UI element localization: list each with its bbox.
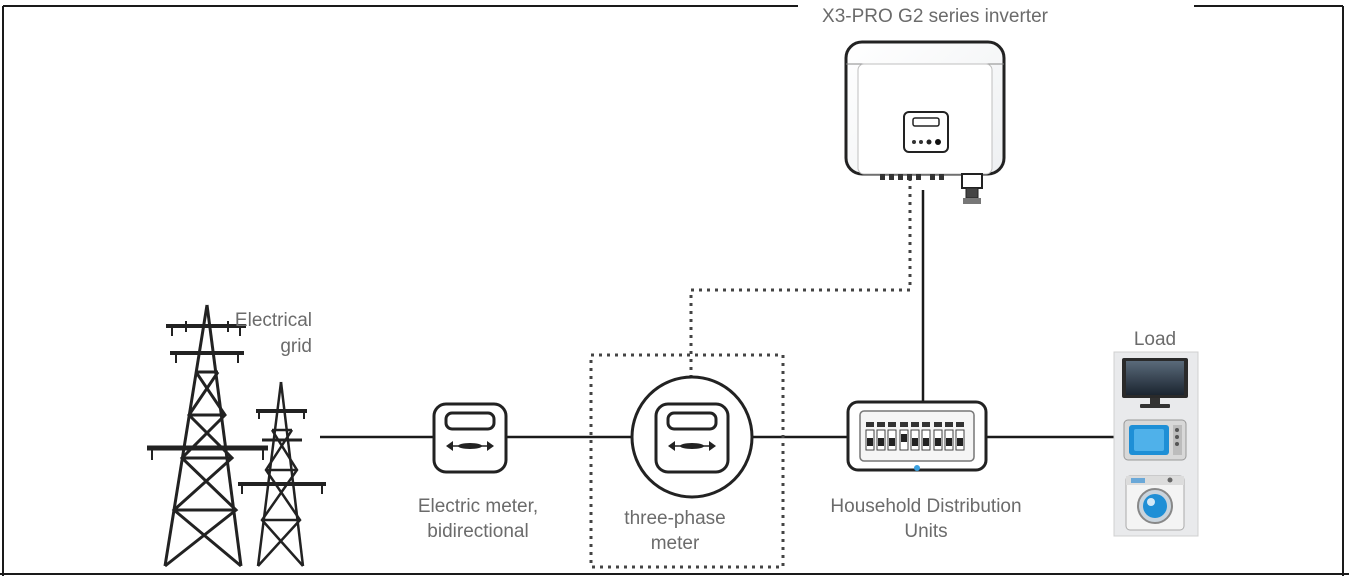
- load-appliances: [1113, 351, 1199, 537]
- frame: [0, 5, 1349, 576]
- communication-dotted-line: [589, 170, 912, 569]
- electric-meter-icon: [432, 402, 508, 474]
- monitor-icon: [1122, 358, 1188, 408]
- three-phase-meter-label-line1: three-phase: [624, 508, 726, 529]
- bidirectional-meter-label-line1: Electric meter,: [417, 496, 539, 517]
- power-tower-icon: [147, 304, 268, 568]
- bidirectional-meter-label-line2: bidirectional: [427, 521, 529, 542]
- inverter-label: X3-PRO G2 series inverter: [822, 6, 1048, 27]
- distribution-box-icon: [846, 400, 988, 472]
- load-label: Load: [1133, 329, 1177, 350]
- grid-label-line1: Electrical: [234, 310, 312, 331]
- microwave-icon: [1123, 419, 1187, 461]
- inverter-icon: [844, 40, 1006, 204]
- distribution-units-label-line1: Household Distribution: [830, 496, 1022, 517]
- three-phase-meter-label-line2: meter: [650, 533, 700, 554]
- washing-machine-icon: [1125, 475, 1185, 531]
- grid-connection-line: [320, 190, 1114, 439]
- electric-meter-icon: [630, 375, 754, 499]
- power-tower-icon: [238, 381, 326, 567]
- distribution-units-label-line2: Units: [904, 521, 948, 542]
- grid-label-line2: grid: [280, 336, 312, 357]
